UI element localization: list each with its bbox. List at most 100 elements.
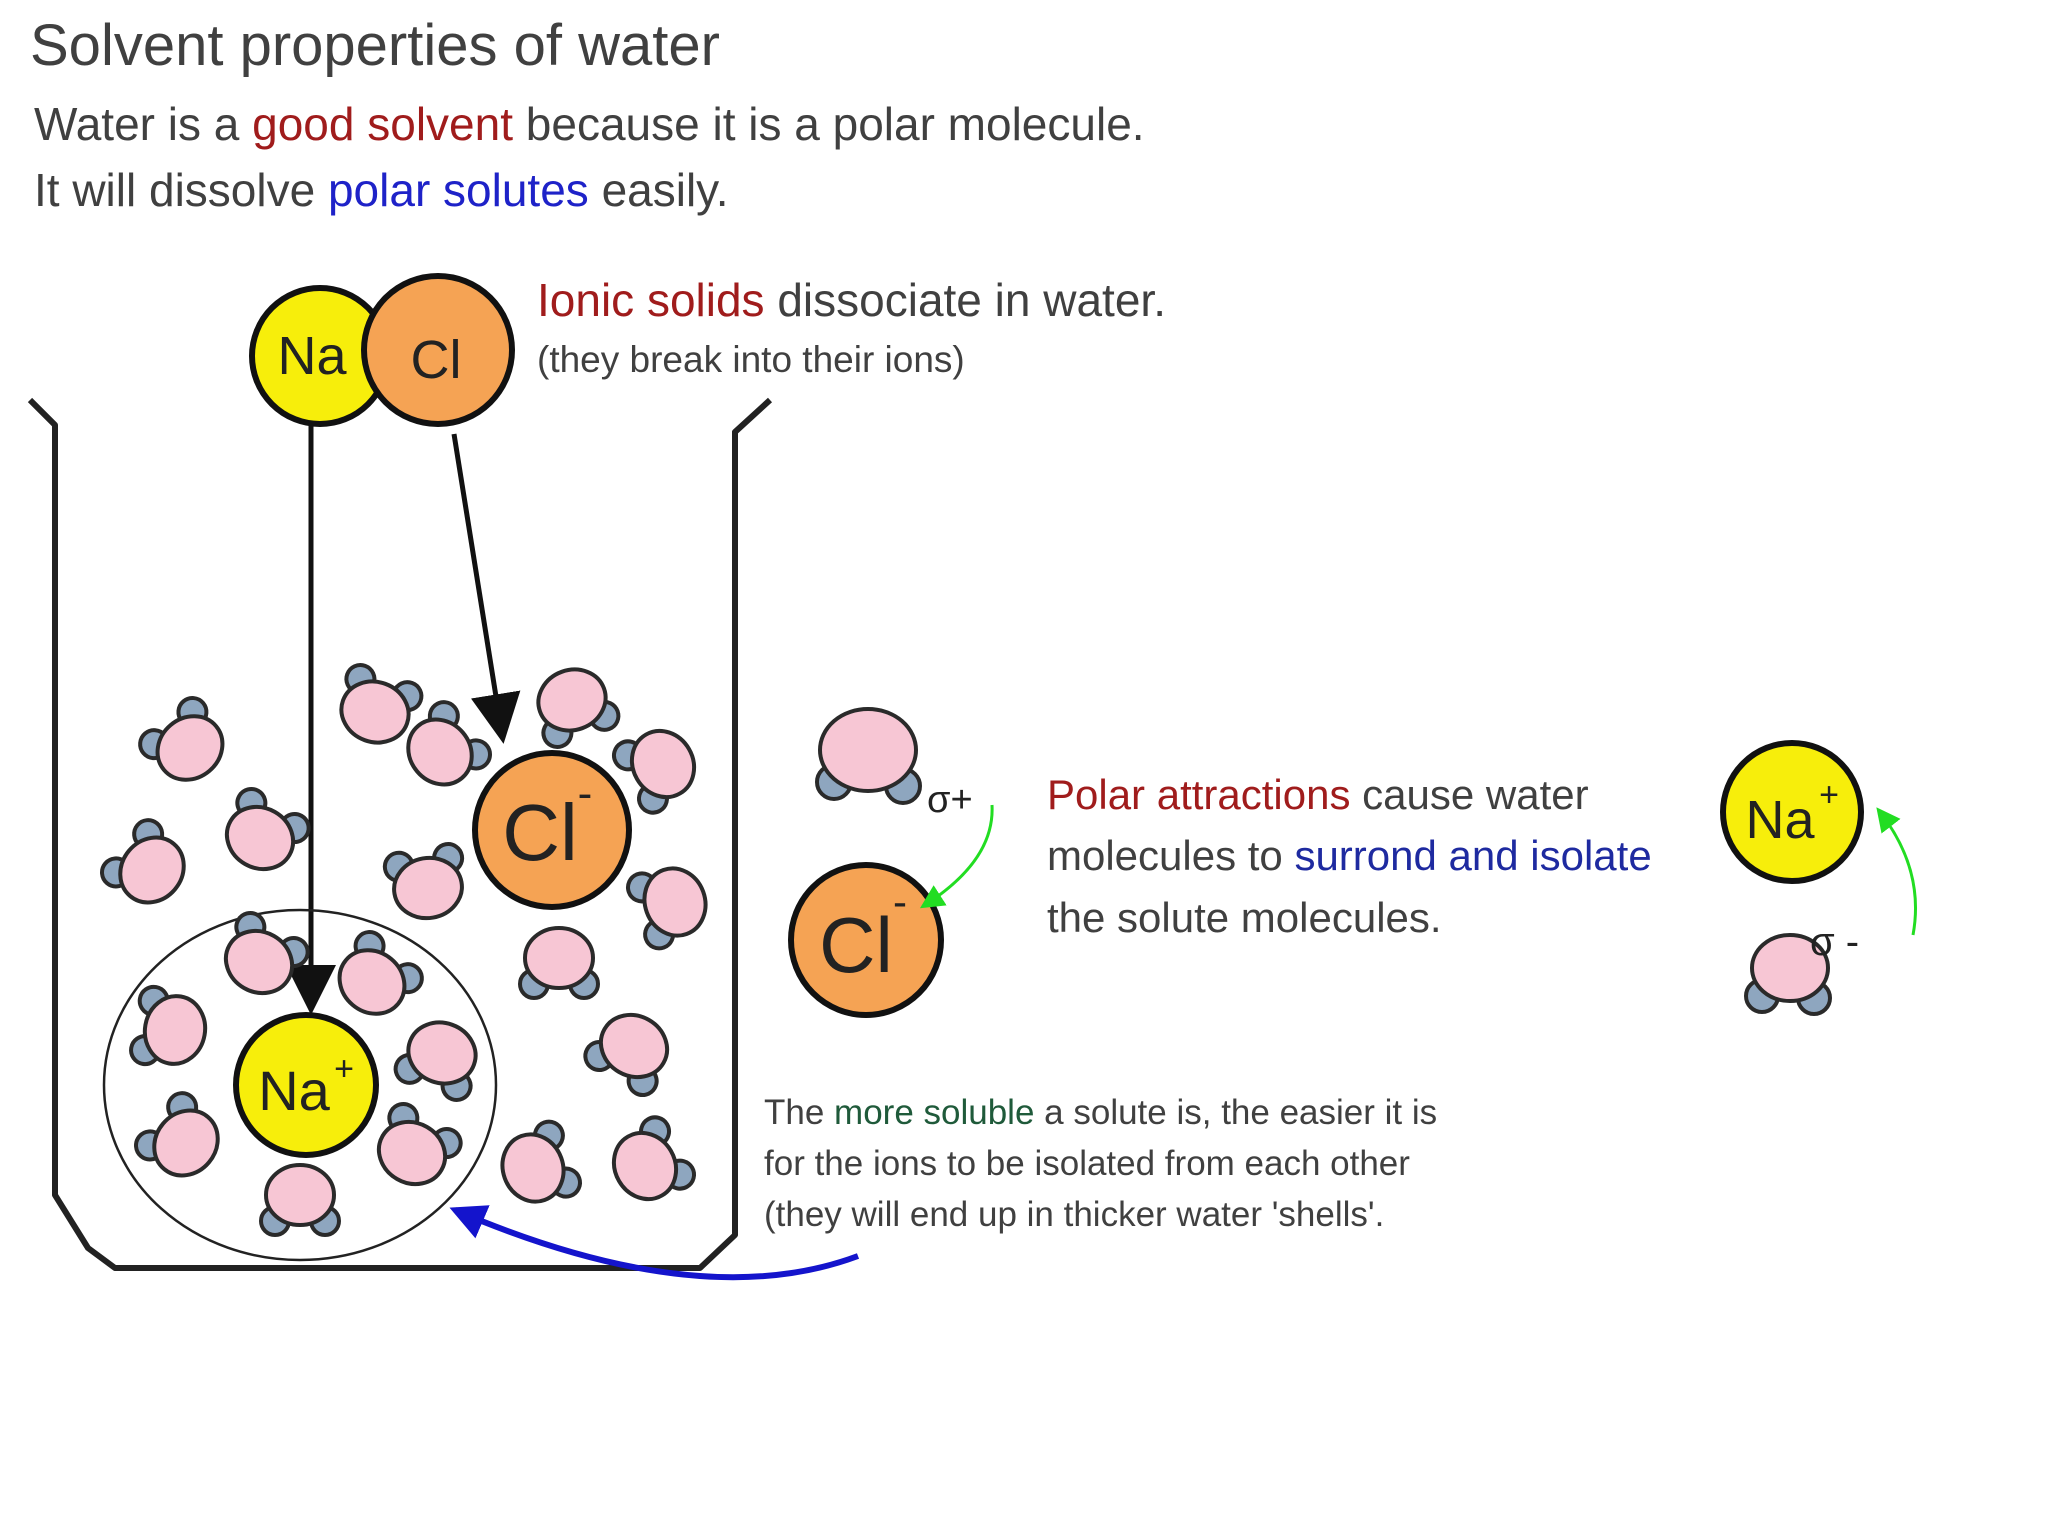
polar-line-2-start: molecules to — [1047, 832, 1294, 879]
beaker-chloride-circle — [472, 750, 632, 910]
delta-minus-label: σ - — [1810, 920, 1859, 964]
water-oxygen — [500, 1132, 566, 1204]
intro-line-1: Water is a good solvent because it is a … — [34, 98, 1145, 150]
intro-line-2: It will dissolve polar solutes easily. — [34, 164, 729, 216]
polar-line-1-rest: cause water — [1350, 771, 1588, 818]
water-molecule — [224, 786, 311, 872]
water-molecule — [339, 663, 424, 745]
polar-sodium-ion: Na + — [1720, 740, 1864, 884]
water-oxygen — [142, 994, 208, 1066]
water-molecule — [138, 696, 225, 782]
polar-line-2: molecules to surrond and isolate — [1047, 832, 1652, 879]
ionic-solids-highlight: Ionic solids — [537, 274, 765, 326]
polar-chloride-symbol: Cl — [819, 901, 893, 989]
water-molecule — [583, 1012, 670, 1098]
water-oxygen — [406, 1020, 478, 1086]
polar-line-3: the solute molecules. — [1047, 894, 1442, 941]
polar-chloride-charge: - — [893, 878, 907, 925]
water-molecule — [337, 930, 424, 1016]
water-molecule — [626, 866, 708, 951]
cl-atom-label: Cl — [411, 330, 462, 390]
water-oxygen — [224, 804, 296, 872]
polar-sodium-charge: + — [1819, 776, 1839, 814]
water-oxygen — [264, 1163, 336, 1227]
polar-line-1: Polar attractions cause water — [1047, 771, 1589, 818]
water-oxygen — [337, 948, 407, 1016]
solubility-line-2: for the ions to be isolated from each ot… — [764, 1144, 1410, 1183]
beaker-sodium-charge: + — [334, 1050, 354, 1088]
water-molecule — [259, 1163, 341, 1237]
polar-attractions-highlight: Polar attractions — [1047, 771, 1350, 818]
water-molecule — [518, 926, 600, 1000]
solubility-line-1-start: The — [764, 1093, 834, 1132]
water-molecule — [536, 667, 621, 749]
polar-solutes-highlight: polar solutes — [328, 164, 589, 216]
water-oxygen — [523, 926, 595, 990]
water-molecule — [406, 700, 492, 787]
water-molecule — [611, 1115, 697, 1202]
beaker-outline — [27, 397, 773, 1271]
water-molecule — [223, 910, 310, 996]
polar-water-positive — [815, 707, 922, 805]
polar-chloride-ion: Cl - — [788, 862, 944, 1018]
water-molecule — [393, 1020, 478, 1102]
sodium-attraction-arrow — [1876, 807, 1917, 936]
water-oxygen — [629, 728, 697, 800]
water-molecule — [376, 1101, 463, 1187]
solubility-line-3: (they will end up in thicker water 'shel… — [764, 1195, 1384, 1234]
ionic-solids-subtext: (they break into their ions) — [537, 339, 965, 380]
cl-dissociation-arrow — [451, 433, 521, 744]
water-molecule — [134, 1091, 220, 1178]
ionic-solids-heading: Ionic solids dissociate in water. — [537, 274, 1166, 326]
water-oxygen — [152, 1108, 220, 1178]
na-atom-label: Na — [277, 326, 347, 386]
water-molecule — [500, 1119, 582, 1204]
intro-line-2-end: easily. — [589, 164, 729, 216]
water-molecule — [382, 842, 465, 921]
water-oxygen — [406, 717, 474, 787]
water-oxygen — [223, 928, 295, 996]
more-soluble-highlight: more soluble — [834, 1093, 1034, 1132]
water-oxygen — [118, 835, 186, 905]
water-oxygen — [598, 1012, 670, 1080]
polar-water-negative — [1744, 933, 1832, 1016]
water-oxygen — [155, 714, 225, 782]
beaker-sodium-ion: Na + — [233, 1012, 379, 1158]
polar-chloride-circle — [788, 862, 944, 1018]
beaker-chloride-ion: Cl - — [472, 750, 632, 910]
water-oxygen — [642, 866, 708, 938]
delta-plus-label: σ+ — [927, 779, 973, 821]
polar-sodium-circle — [1720, 740, 1864, 884]
water-oxygen — [339, 679, 411, 745]
good-solvent-highlight: good solvent — [252, 98, 513, 150]
slide-title: Solvent properties of water — [30, 13, 720, 78]
water-molecule — [129, 984, 208, 1067]
chloride-attraction-arrow — [919, 804, 994, 909]
beaker-sodium-symbol: Na — [258, 1059, 330, 1122]
intro-line-1-end: because it is a polar molecule. — [513, 98, 1145, 150]
water-molecule — [611, 728, 697, 815]
surround-isolate-highlight: surrond and isolate — [1294, 832, 1651, 879]
intro-line-1-start: Water is a — [34, 98, 252, 150]
polar-water-negative-oxygen — [1750, 933, 1830, 1003]
solubility-line-1-rest: a solute is, the easier it is — [1034, 1093, 1437, 1132]
beaker-chloride-charge: - — [578, 769, 593, 818]
water-oxygen — [536, 667, 608, 733]
water-oxygen — [611, 1130, 679, 1202]
polar-sodium-symbol: Na — [1745, 790, 1815, 850]
water-molecules — [100, 663, 708, 1237]
water-molecule — [100, 818, 186, 905]
solubility-line-1: The more soluble a solute is, the easier… — [764, 1093, 1437, 1132]
ionic-solids-rest: dissociate in water. — [765, 274, 1166, 326]
shell-pointer-arrow — [449, 1205, 860, 1281]
hydration-shell — [102, 908, 498, 1262]
beaker-sodium-circle — [233, 1012, 379, 1158]
water-oxygen — [376, 1119, 448, 1187]
beaker-chloride-symbol: Cl — [502, 788, 578, 877]
polar-water-positive-oxygen — [818, 707, 918, 793]
cl-atom — [361, 273, 515, 427]
intro-line-2-start: It will dissolve — [34, 164, 328, 216]
nacl-pair: Na Cl — [249, 273, 515, 427]
water-oxygen — [392, 855, 464, 921]
